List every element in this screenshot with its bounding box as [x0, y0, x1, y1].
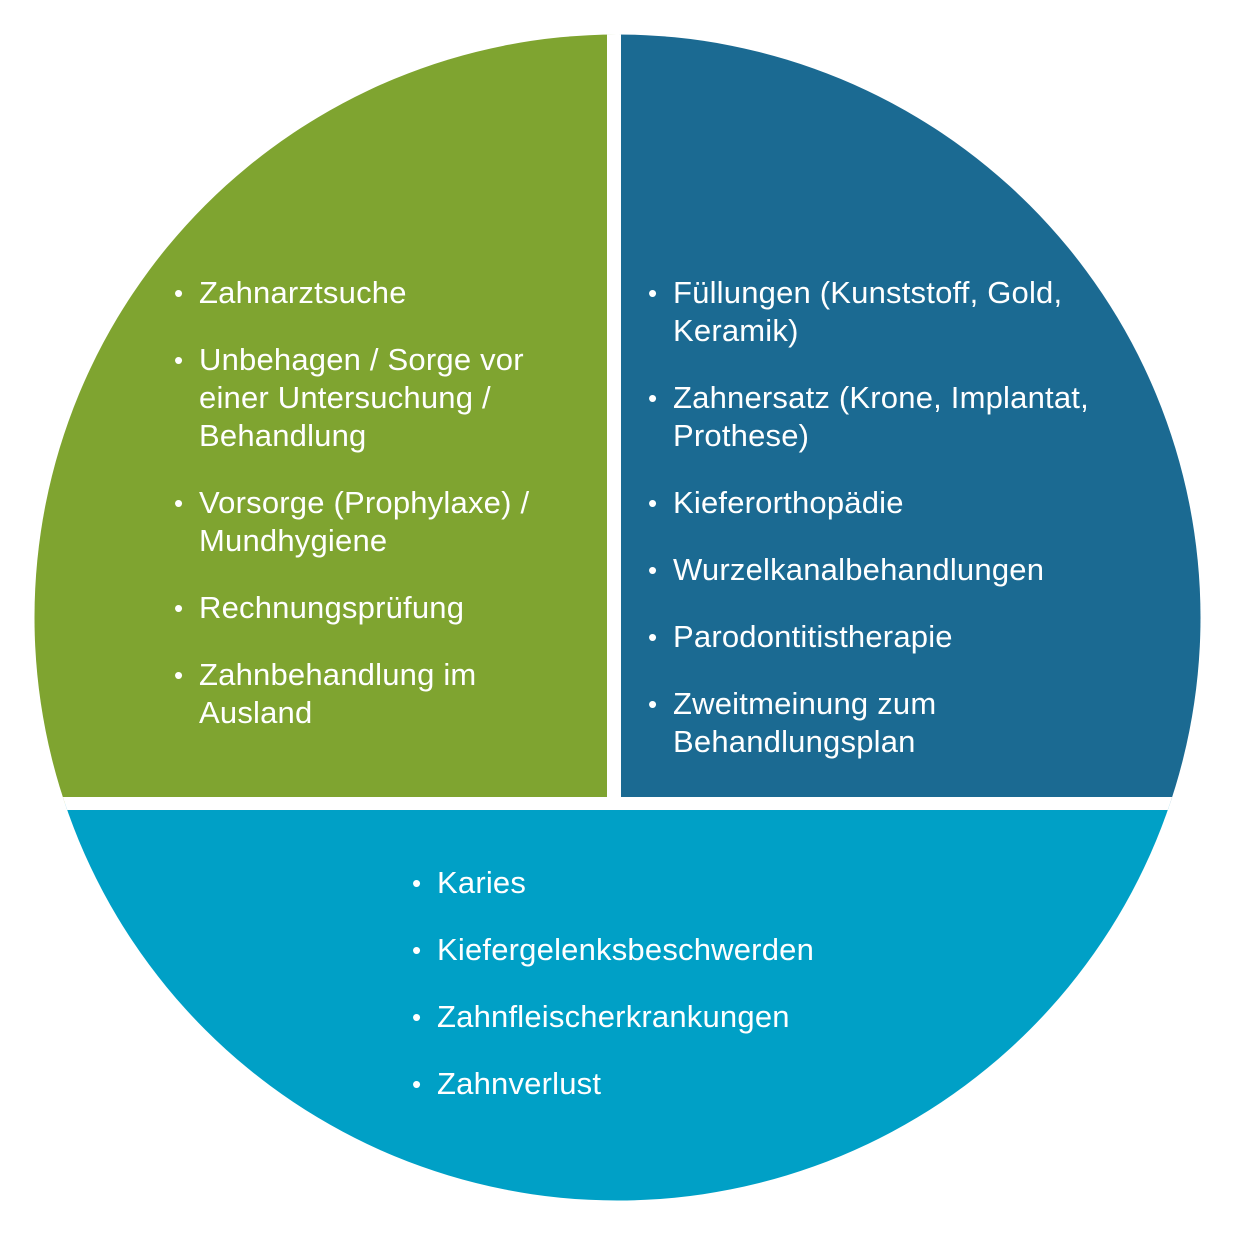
- list-item: Zahnfleischerkrankungen: [412, 998, 932, 1036]
- list-item: Zahnersatz (Krone, Implantat, Prothese): [648, 379, 1168, 455]
- list-item: Unbehagen / Sorge vor einer Untersuchung…: [174, 341, 594, 455]
- list-item: Parodontitistherapie: [648, 618, 1168, 656]
- list-item: Zahnverlust: [412, 1065, 932, 1103]
- segment-dark-blue-list: Füllungen (Kunststoff, Gold, Keramik) Za…: [648, 274, 1168, 790]
- list-item: Karies: [412, 864, 932, 902]
- list-item: Zahnarztsuche: [174, 274, 594, 312]
- segment-green-list: Zahnarztsuche Unbehagen / Sorge vor eine…: [174, 274, 594, 761]
- segment-light-blue-list: Karies Kiefergelenksbeschwerden Zahnflei…: [412, 864, 932, 1132]
- list-item: Rechnungsprüfung: [174, 589, 594, 627]
- list-item: Zweitmeinung zum Behandlungsplan: [648, 685, 1168, 761]
- list-item: Füllungen (Kunststoff, Gold, Keramik): [648, 274, 1168, 350]
- list-item: Wurzelkanalbehandlungen: [648, 551, 1168, 589]
- list-item: Kiefergelenksbeschwerden: [412, 931, 932, 969]
- list-item: Kieferorthopädie: [648, 484, 1168, 522]
- list-item: Vorsorge (Prophylaxe) / Mundhygiene: [174, 484, 594, 560]
- list-item: Zahnbehandlung im Ausland: [174, 656, 594, 732]
